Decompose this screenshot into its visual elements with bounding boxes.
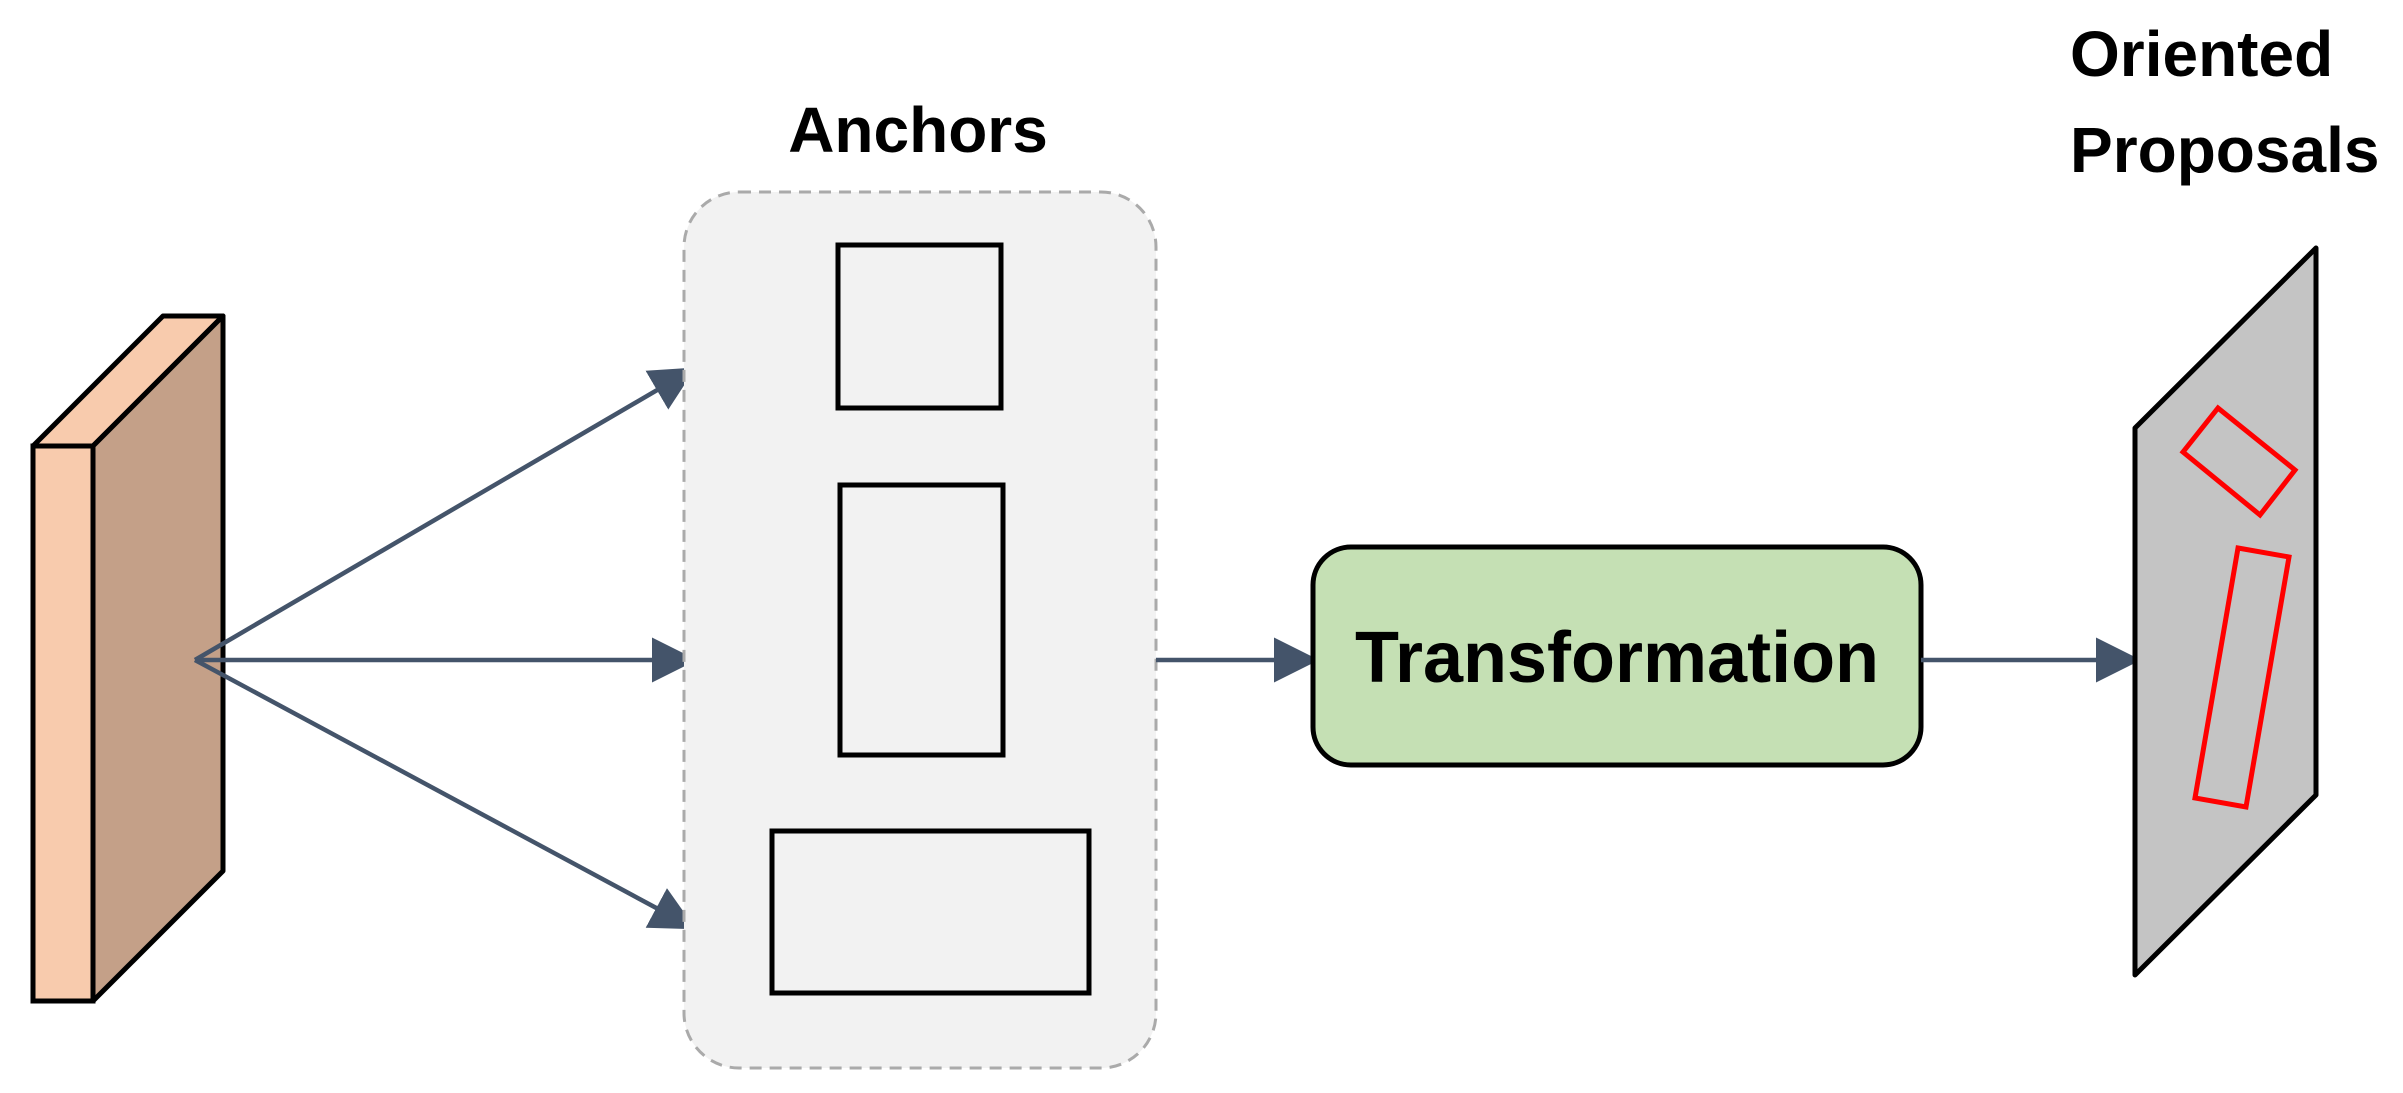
feature-map-block <box>30 313 226 1004</box>
wide-anchor <box>769 828 1092 996</box>
oriented-proposals-title-line1: Oriented <box>2070 18 2333 90</box>
transformation-block: Transformation <box>1310 544 1924 768</box>
transformation-label: Transformation <box>1355 618 1879 698</box>
oriented-proposal-small <box>2179 404 2299 519</box>
square-anchor <box>835 242 1004 411</box>
feature-map-front <box>30 443 96 1004</box>
fanout-arrows <box>193 367 697 930</box>
arrow-to-wide-anchor <box>193 658 696 930</box>
tall-anchor <box>837 482 1006 758</box>
oriented-proposal-long <box>2192 545 2292 810</box>
anchors-panel <box>682 190 1158 1070</box>
arrow-to-square-anchor <box>193 367 696 662</box>
oriented-proposals-title-line2: Proposals <box>2070 114 2379 186</box>
transformation-box <box>1310 544 1924 768</box>
anchors-title: Anchors <box>788 94 1048 166</box>
